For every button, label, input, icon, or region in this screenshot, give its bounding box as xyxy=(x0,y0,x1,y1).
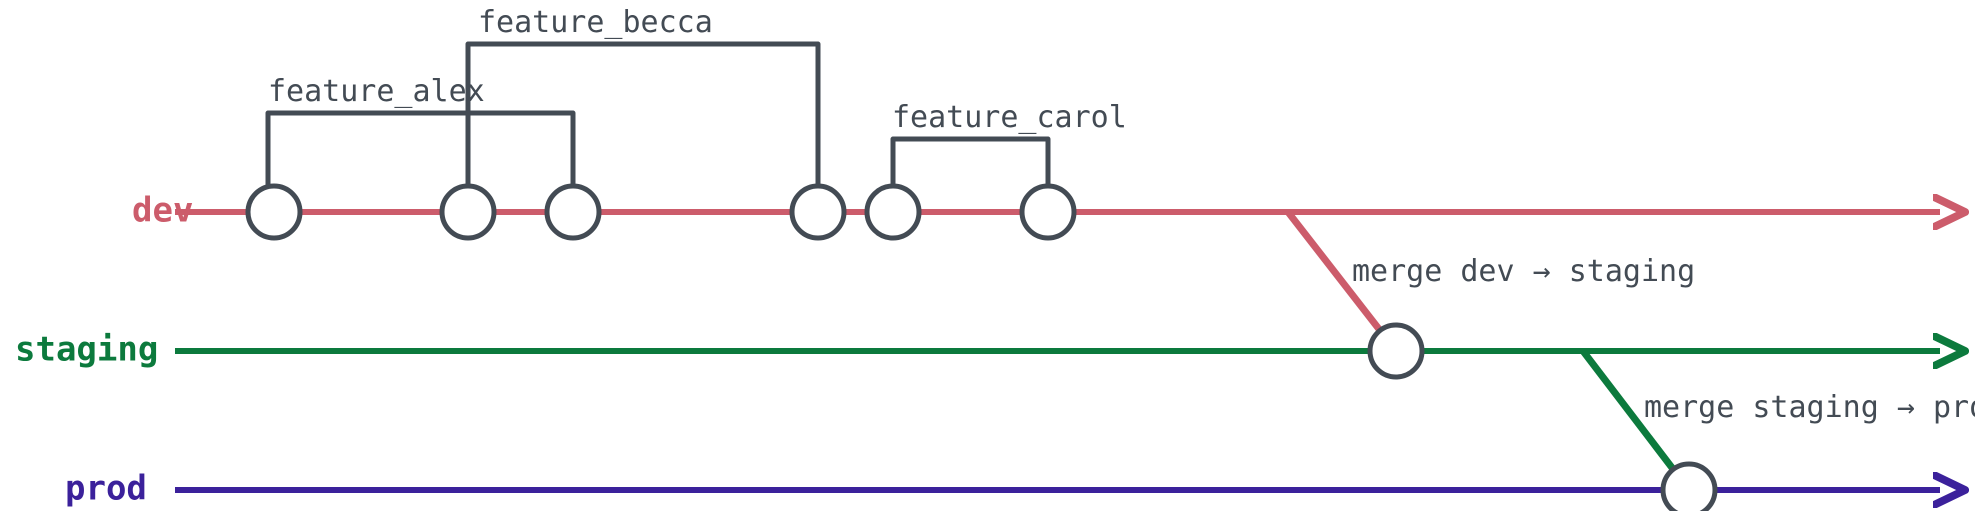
branch-label-dev: dev xyxy=(132,191,193,231)
commit-node[interactable] xyxy=(245,183,303,241)
feature-bracket-becca[interactable] xyxy=(465,41,821,189)
commit-node[interactable] xyxy=(544,183,602,241)
merge-label-staging-to-prod: merge staging → prod xyxy=(1644,390,1975,425)
merge-commit-node-prod[interactable] xyxy=(1660,461,1718,511)
merge-line-dev-to-staging[interactable] xyxy=(1285,209,1399,354)
merge-line-staging-to-prod[interactable] xyxy=(1580,348,1692,493)
feature-bracket-carol[interactable] xyxy=(890,136,1051,189)
commit-node[interactable] xyxy=(789,183,847,241)
branch-label-staging: staging xyxy=(15,330,158,370)
merge-labels: merge dev → staging merge staging → prod xyxy=(1352,254,1975,425)
feature-label-becca: feature_becca xyxy=(478,5,713,40)
feature-brackets xyxy=(265,41,1051,189)
feature-labels: feature_alex feature_becca feature_carol xyxy=(268,5,1127,135)
commit-node[interactable] xyxy=(1019,183,1077,241)
merge-commit-node-staging[interactable] xyxy=(1367,322,1425,380)
merge-label-dev-to-staging: merge dev → staging xyxy=(1352,254,1695,289)
commit-nodes xyxy=(245,183,1718,511)
branch-labels: dev staging prod xyxy=(15,191,193,509)
commit-node[interactable] xyxy=(864,183,922,241)
feature-label-carol: feature_carol xyxy=(892,100,1127,135)
commit-node[interactable] xyxy=(439,183,497,241)
merge-lines xyxy=(1285,209,1692,493)
branch-label-prod: prod xyxy=(65,469,147,509)
feature-label-alex: feature_alex xyxy=(268,74,485,109)
feature-bracket-alex[interactable] xyxy=(265,110,576,189)
